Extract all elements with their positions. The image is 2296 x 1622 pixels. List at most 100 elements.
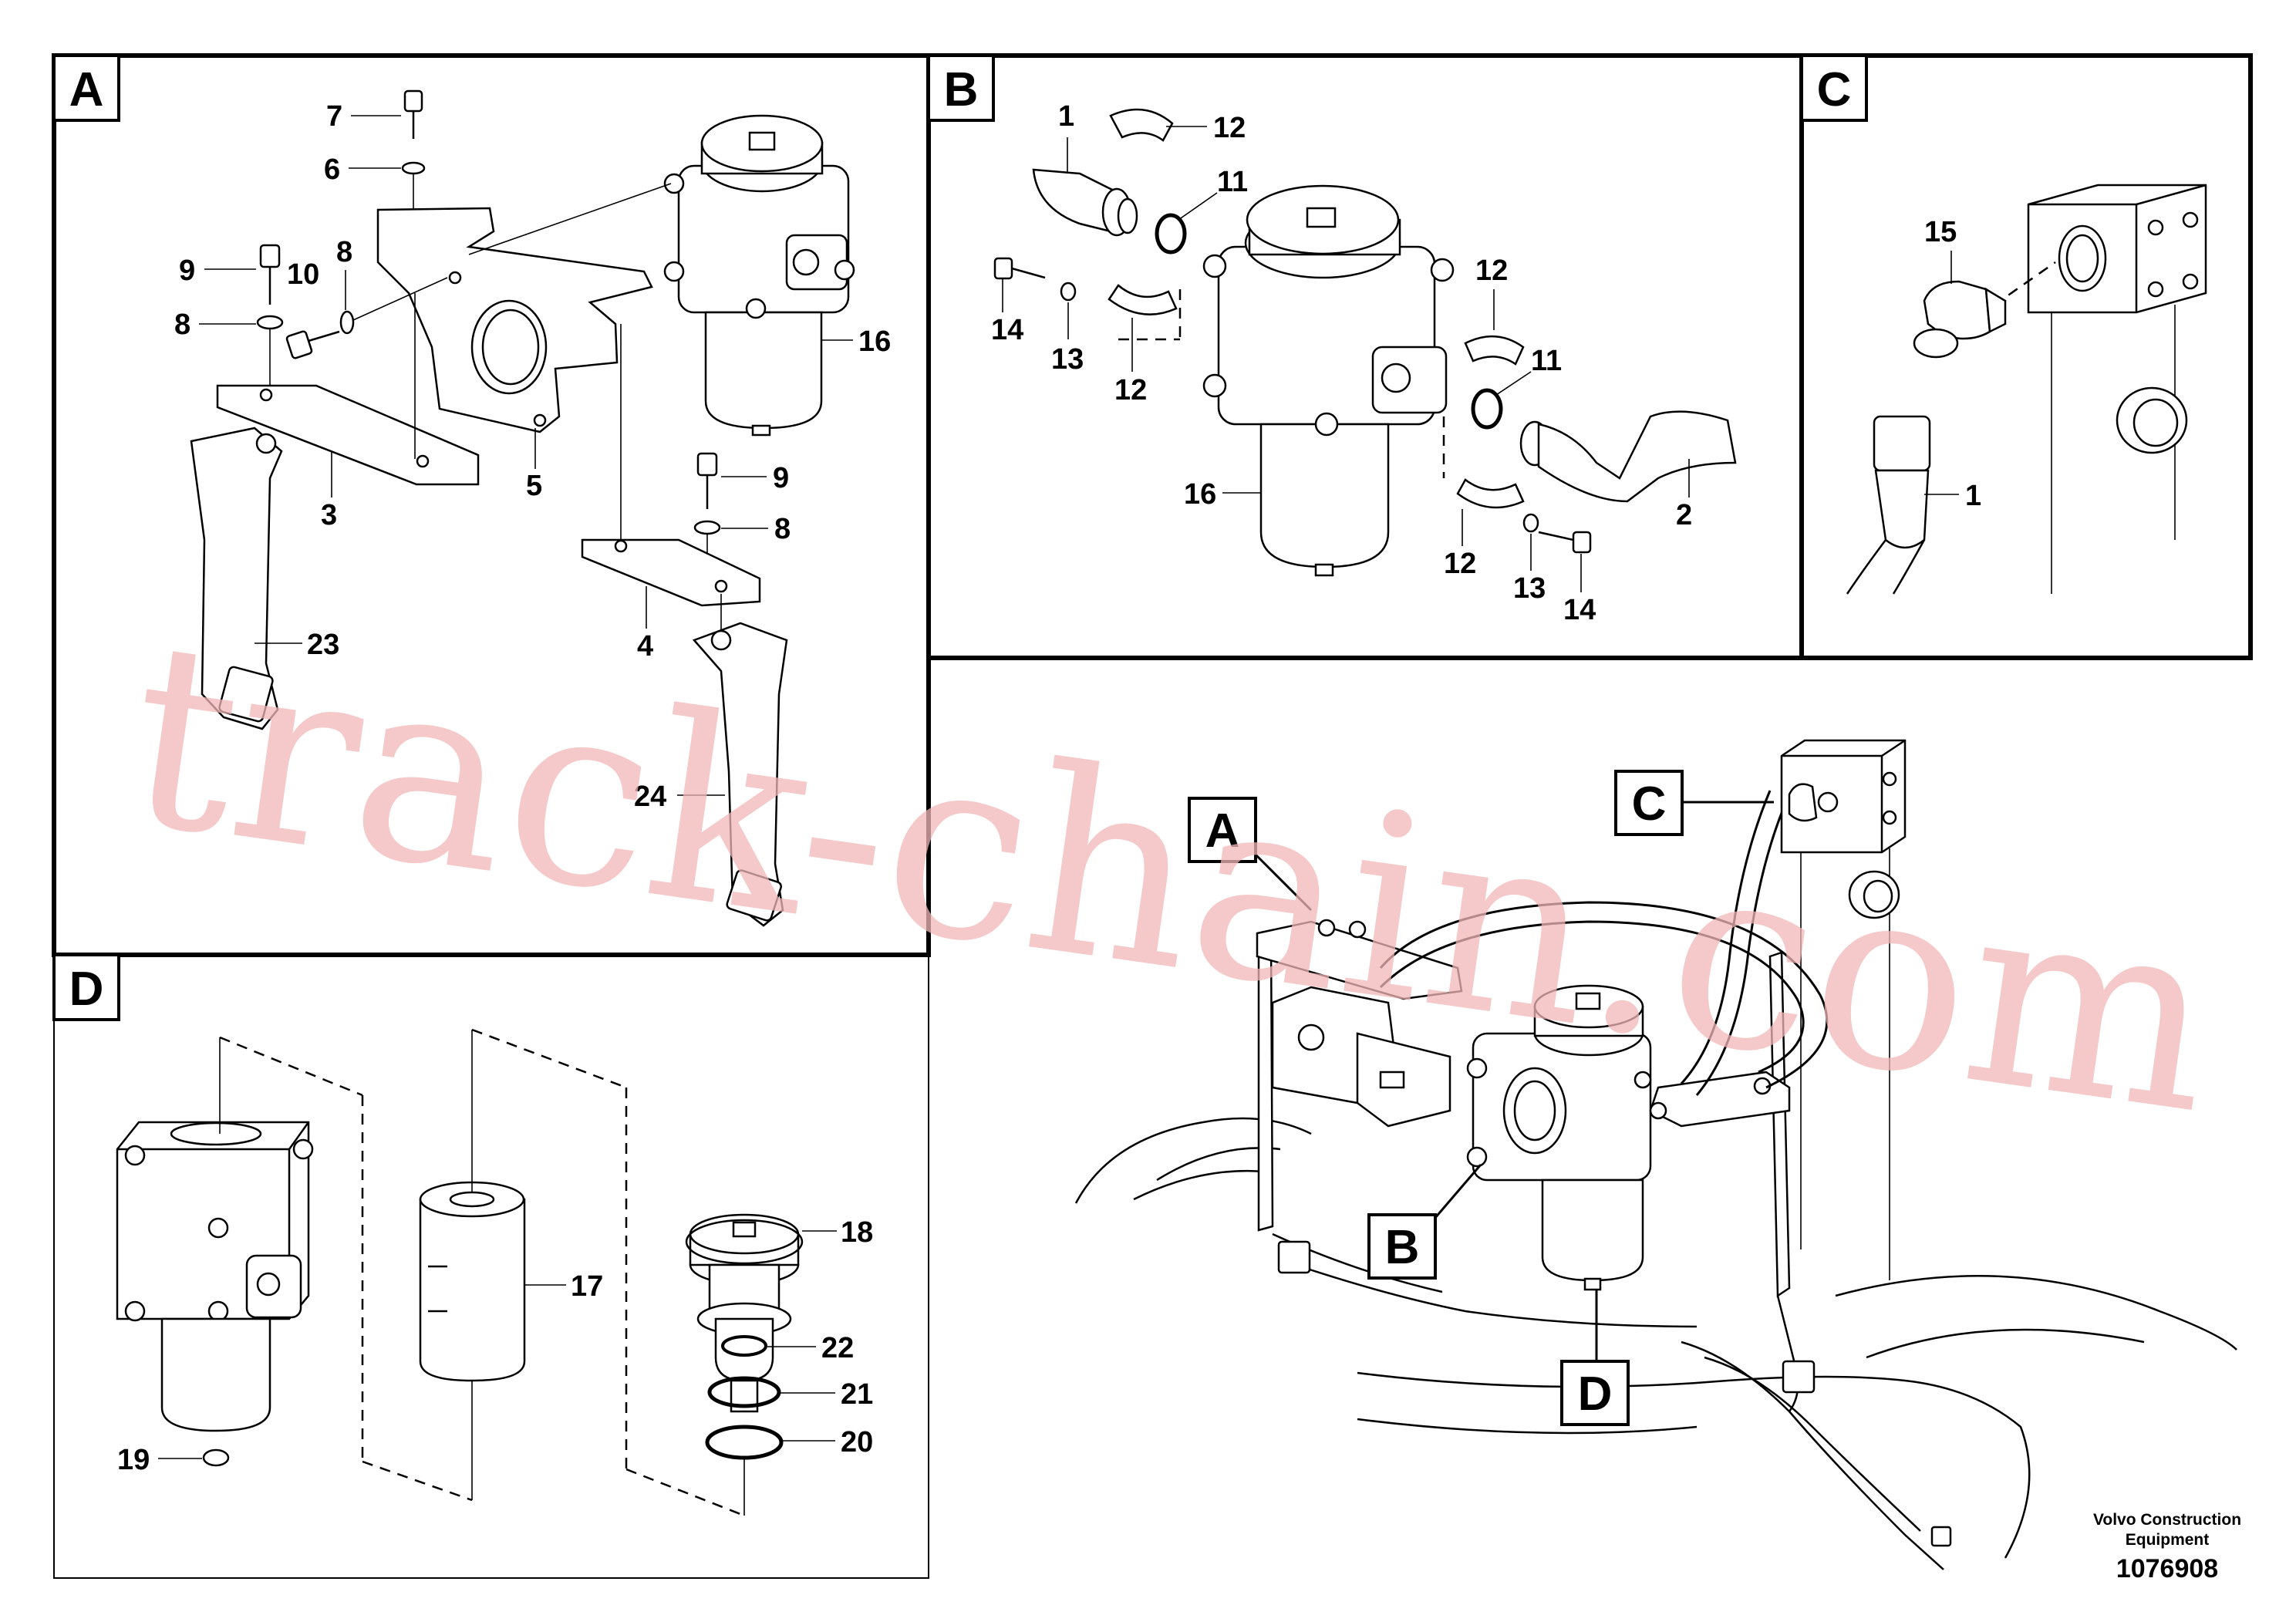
label-b-12-top: 12 — [1213, 112, 1246, 144]
washer-8-left — [256, 315, 284, 330]
label-a-3: 3 — [321, 499, 337, 531]
bolt-7 — [403, 89, 423, 139]
screw-14-b-top — [993, 257, 1046, 280]
panel-b-letter: B — [944, 63, 979, 116]
label-b-12-right: 12 — [1475, 255, 1508, 287]
panel-c-labels: 15 1 — [1924, 216, 1981, 512]
hose-2 — [1519, 410, 1737, 503]
o-ring-20 — [705, 1425, 784, 1460]
o-ring-22 — [721, 1335, 767, 1357]
label-d-21: 21 — [841, 1378, 873, 1411]
o-ring-19 — [202, 1448, 230, 1467]
document-number: 1076908 — [2116, 1554, 2218, 1583]
label-b-12-bottom: 12 — [1444, 548, 1476, 580]
label-c-15: 15 — [1924, 216, 1957, 248]
support-24 — [692, 622, 788, 927]
overview-callout-a: A — [1188, 797, 1313, 912]
elbow-fitting-15 — [1913, 280, 2007, 359]
label-a-9: 9 — [179, 255, 195, 287]
label-b-16: 16 — [1184, 478, 1216, 511]
overview-callout-c-letter: C — [1632, 777, 1667, 831]
clamp-half-12-right-low — [1456, 478, 1525, 509]
washer-8-right — [693, 520, 721, 535]
overview-callout-c: C — [1614, 770, 1774, 836]
panel-c-letter: C — [1817, 63, 1852, 116]
panel-a-letter: A — [69, 63, 104, 116]
label-a-6: 6 — [324, 153, 340, 186]
clamp-half-12-low — [1108, 284, 1178, 315]
washer-13-b-top — [1060, 282, 1077, 302]
panel-c-letter-box: C — [1800, 54, 1868, 122]
label-b-12-low: 12 — [1114, 374, 1147, 406]
panel-b-labels: 1 12 11 14 13 12 12 11 16 2 12 13 14 — [991, 100, 1692, 626]
filter-element-17 — [419, 1181, 526, 1382]
panel-a-letter-box: A — [52, 54, 120, 122]
label-a-23: 23 — [307, 629, 339, 661]
bolt-9-left — [259, 244, 281, 305]
label-c-1: 1 — [1965, 480, 1981, 512]
side-port-c — [2116, 386, 2188, 454]
panel-b-drawing — [993, 108, 1737, 577]
label-a-7: 7 — [326, 100, 342, 133]
overview-assembly — [1074, 739, 2237, 1570]
hose-1-b — [1032, 168, 1138, 237]
bolt-10 — [285, 330, 340, 359]
washer-6 — [401, 161, 426, 175]
overview-callout-b: B — [1367, 1164, 1482, 1280]
label-a-24: 24 — [634, 781, 666, 813]
label-d-18: 18 — [841, 1216, 873, 1249]
label-a-5: 5 — [526, 470, 542, 502]
panel-d-letter-box: D — [52, 953, 120, 1021]
plate-3 — [216, 384, 480, 486]
label-d-17: 17 — [571, 1270, 603, 1303]
overview-callout-a-letter: A — [1205, 804, 1240, 858]
label-b-14-bottom: 14 — [1563, 594, 1596, 626]
label-a-4: 4 — [637, 630, 653, 663]
watermark: track-chain.com — [113, 585, 2231, 1171]
label-b-11-right: 11 — [1531, 345, 1562, 377]
panel-d-frame — [53, 954, 929, 1579]
screw-14-b-bottom — [1522, 513, 1592, 554]
washer-8-mid — [339, 310, 355, 335]
panel-b-letter-box: B — [927, 54, 995, 122]
panel-c-frame — [1799, 53, 2253, 660]
label-b-14-top: 14 — [991, 314, 1023, 346]
o-ring-11-top — [1155, 213, 1187, 255]
hose-1-c — [1846, 415, 1931, 595]
label-b-13-bottom: 13 — [1513, 572, 1546, 605]
brand-line-1: Volvo Construction — [2093, 1511, 2241, 1529]
label-d-22: 22 — [821, 1332, 854, 1364]
clamp-half-12-top — [1109, 108, 1174, 142]
label-a-10: 10 — [287, 258, 319, 291]
filter-cap-18 — [685, 1213, 804, 1413]
manifold-block-c — [2027, 184, 2207, 314]
label-a-9-right: 9 — [773, 462, 789, 494]
panel-a-drawing — [190, 89, 855, 927]
filter-16-a — [663, 114, 855, 437]
label-b-13-top: 13 — [1051, 343, 1084, 376]
panel-a-labels: 7 6 9 10 8 8 16 3 5 9 8 4 23 24 — [174, 100, 891, 813]
label-a-16: 16 — [858, 325, 891, 358]
overview-callout-d: D — [1560, 1290, 1630, 1426]
clamp-half-12-right-top — [1464, 335, 1525, 366]
filter-housing-d — [116, 1121, 314, 1432]
overview-callout-d-letter: D — [1578, 1367, 1613, 1421]
label-a-8-right: 8 — [774, 513, 791, 545]
panel-d-drawing — [116, 1028, 804, 1517]
overview-filter — [1466, 984, 1667, 1291]
filter-16-b — [1202, 184, 1455, 577]
panel-c-drawing — [1846, 184, 2207, 595]
o-ring-21 — [707, 1376, 781, 1408]
overview-valve-body — [1271, 986, 1451, 1128]
label-b-2: 2 — [1676, 499, 1692, 531]
overview-callout-b-letter: B — [1385, 1221, 1420, 1274]
panel-d-letter: D — [69, 963, 104, 1016]
label-d-19: 19 — [117, 1444, 150, 1476]
plate-4 — [581, 538, 761, 607]
label-a-8-mid: 8 — [336, 236, 352, 268]
panel-d-labels: 18 17 22 21 20 19 — [117, 1216, 873, 1476]
label-b-1: 1 — [1058, 100, 1074, 133]
o-ring-11-right — [1471, 388, 1503, 430]
label-b-11-top: 11 — [1217, 166, 1248, 198]
